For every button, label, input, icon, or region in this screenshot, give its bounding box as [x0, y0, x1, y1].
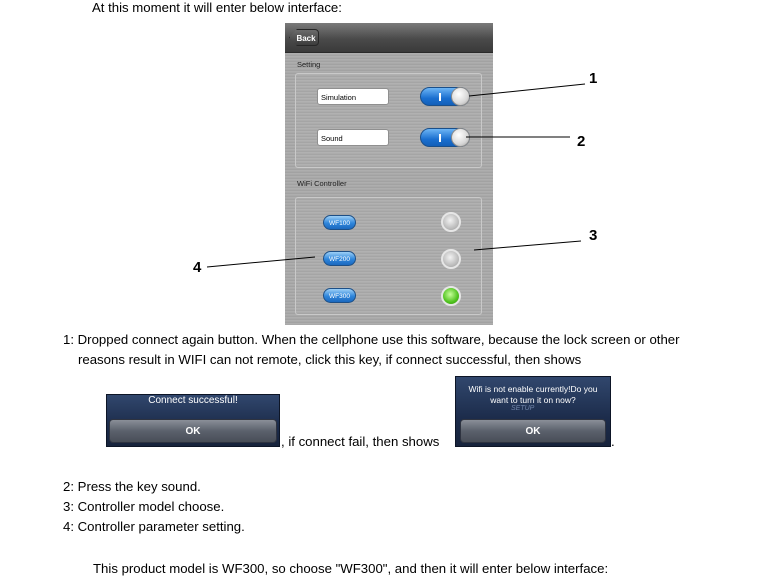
trailing-period: .: [611, 434, 615, 449]
dialog-fail-ok-button[interactable]: OK: [460, 419, 606, 443]
callout-line-4: [206, 256, 316, 268]
item1-line1: 1: Dropped connect again button. When th…: [63, 332, 680, 347]
model-button-wf300[interactable]: WF300: [323, 288, 356, 303]
dialog-fail-message-line2: want to turn it on now?: [490, 395, 576, 405]
app-screenshot: Back Setting Simulation Sound WiFi Contr…: [285, 23, 493, 325]
simulation-label: Simulation: [317, 88, 389, 105]
model-radio-wf100[interactable]: [441, 212, 461, 232]
toggle-on-bar: [439, 134, 441, 142]
wifi-not-enabled-dialog: Wifi is not enable currently!Do you want…: [455, 376, 611, 447]
callout-line-3: [473, 240, 582, 251]
simulation-toggle[interactable]: [420, 87, 470, 106]
callout-number-2: 2: [577, 133, 586, 150]
back-button[interactable]: Back: [289, 29, 319, 46]
model-button-wf100[interactable]: WF100: [323, 215, 356, 230]
model-radio-wf200[interactable]: [441, 249, 461, 269]
toggle-knob: [451, 87, 470, 106]
dialog-fail-message-line1: Wifi is not enable currently!Do you: [468, 384, 598, 394]
nav-bar: Back: [285, 23, 493, 53]
callout-line-1: [468, 83, 586, 97]
wifi-section-label: WiFi Controller: [297, 179, 347, 188]
sound-toggle[interactable]: [420, 128, 470, 147]
connect-success-dialog: Connect successful! OK: [106, 394, 280, 447]
intro-text: At this moment it will enter below inter…: [92, 0, 342, 15]
callout-number-4: 4: [193, 259, 202, 276]
item2-text: 2: Press the key sound.: [63, 479, 201, 494]
setup-watermark: SETUP: [511, 405, 535, 412]
callout-number-3: 3: [589, 227, 598, 244]
callout-number-1: 1: [589, 70, 598, 87]
setting-section-label: Setting: [297, 60, 321, 69]
item3-text: 3: Controller model choose.: [63, 499, 225, 514]
outro-text: This product model is WF300, so choose "…: [93, 561, 609, 576]
connect-fail-text: , if connect fail, then shows: [281, 434, 440, 449]
dialog-success-ok-button[interactable]: OK: [109, 419, 277, 443]
item4-text: 4: Controller parameter setting.: [63, 519, 245, 534]
model-button-wf200[interactable]: WF200: [323, 251, 356, 266]
toggle-on-bar: [439, 93, 441, 101]
model-radio-wf300[interactable]: [441, 286, 461, 306]
dialog-success-message: Connect successful!: [148, 395, 238, 406]
item1-line2: reasons result in WIFI can not remote, c…: [78, 352, 582, 367]
sound-label: Sound: [317, 129, 389, 146]
